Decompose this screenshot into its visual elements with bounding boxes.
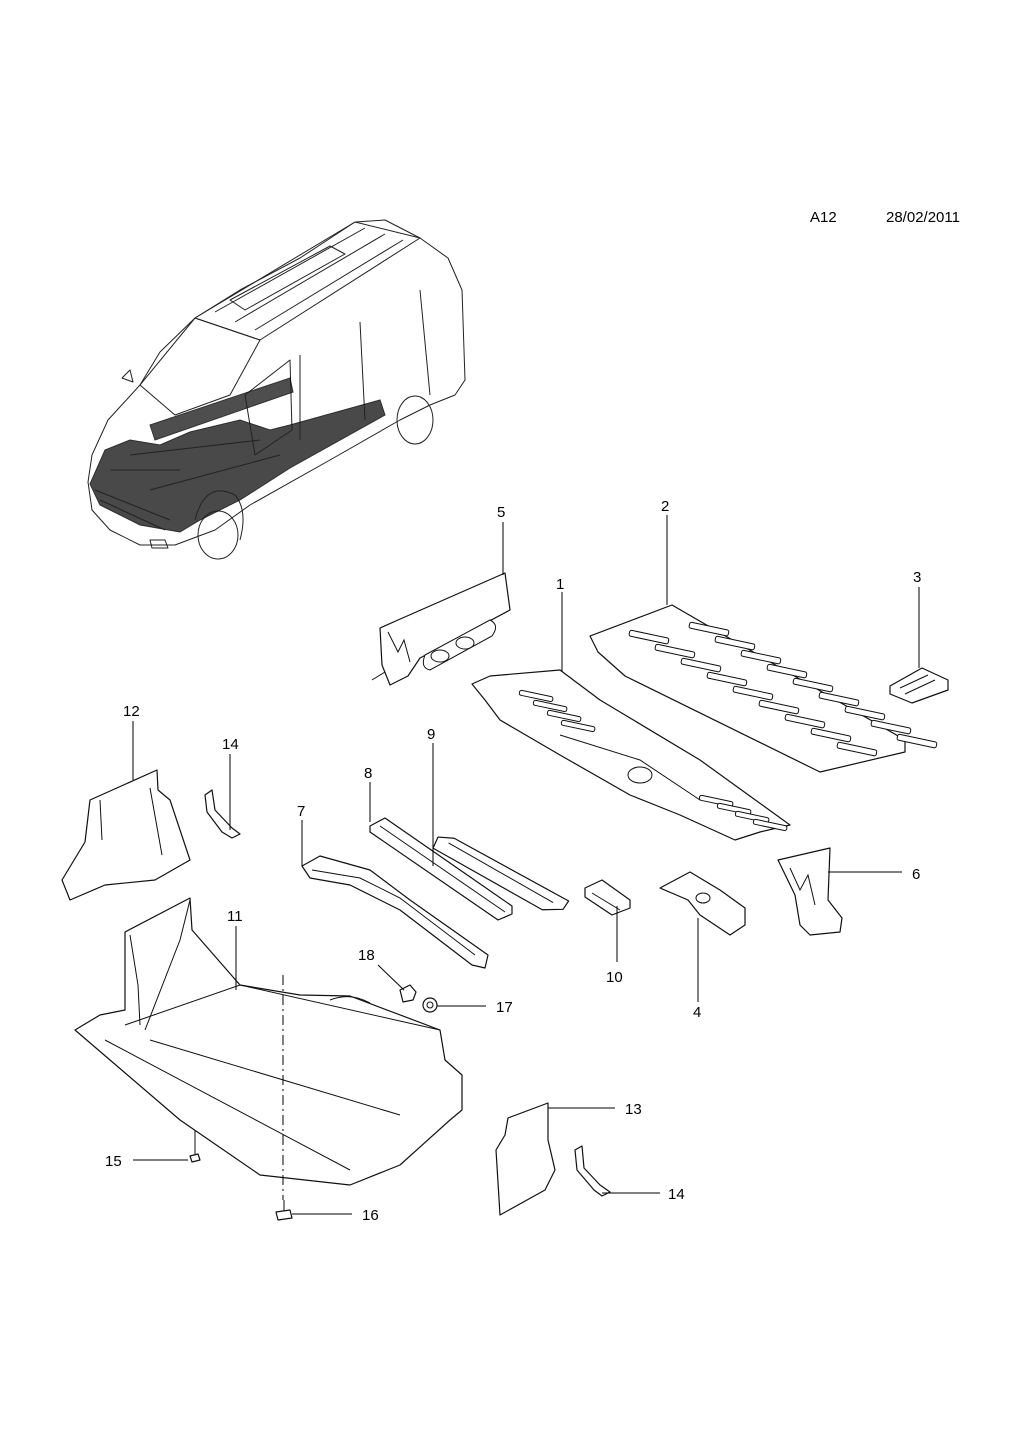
panel-stamping (546, 709, 582, 723)
callout-18: 18 (358, 947, 375, 964)
panel-stamping (518, 689, 554, 703)
diagram-code: A12 (810, 209, 837, 226)
part-6-side-panel (777, 847, 843, 936)
part-5-side-panel (371, 572, 511, 686)
callout-8: 8 (364, 765, 372, 782)
part-10-small-bracket (584, 879, 631, 916)
leader-lines (132, 515, 920, 1215)
part-11-engine-undertray (74, 897, 463, 1186)
panel-stamping (628, 629, 670, 645)
panel-stamping (532, 699, 568, 713)
panel-stamping (698, 794, 734, 808)
callout-11: 11 (227, 908, 243, 925)
part-4-bracket-with-hole (659, 871, 746, 936)
van-overview-illustration (87, 219, 466, 560)
panel-stamping (560, 719, 596, 733)
panel-stamping (734, 810, 770, 824)
callout-13: 13 (625, 1101, 642, 1118)
panel-stamping (784, 713, 826, 729)
panel-stamping (844, 705, 886, 721)
part-14-strap-lower (574, 1145, 611, 1197)
part-12-front-side-panel (61, 769, 191, 901)
panel-stamping (810, 727, 852, 743)
callout-1: 1 (556, 576, 564, 593)
part-14-strap-upper (204, 789, 241, 839)
callout-9: 9 (427, 726, 435, 743)
panel-stamping (740, 649, 782, 665)
callout-10: 10 (606, 969, 623, 986)
part-1-centre-floor-panel (471, 669, 791, 841)
callout-7: 7 (297, 803, 305, 820)
panel-stamping (766, 663, 808, 679)
fastener-16 (275, 1200, 293, 1221)
callout-4: 4 (693, 1004, 701, 1021)
callout-15: 15 (105, 1153, 122, 1170)
panel-stamping (706, 671, 748, 687)
panel-stamping (716, 802, 752, 816)
panel-stamping (654, 643, 696, 659)
part-13-side-panel (495, 1102, 556, 1216)
part-7-side-rail (301, 855, 489, 969)
panel-stamping (758, 699, 800, 715)
panel-stamping (818, 691, 860, 707)
panel-stamping (732, 685, 774, 701)
panel-stamping (836, 741, 878, 757)
callout-3: 3 (913, 569, 921, 586)
callout-14-lower: 14 (668, 1186, 685, 1203)
panel-stamping (714, 635, 756, 651)
fastener-15 (189, 1130, 201, 1163)
diagram-date: 28/02/2011 (886, 209, 960, 226)
part-8-cross-member (369, 817, 513, 921)
part-3-bracket (889, 667, 949, 704)
callout-12: 12 (123, 703, 140, 720)
fastener-17 (422, 997, 438, 1013)
panel-stamping (752, 818, 788, 832)
fastener-18 (399, 984, 417, 1003)
panel-stamping (688, 621, 730, 637)
panel-stamping (896, 733, 938, 749)
panel-stamping (870, 719, 912, 735)
panel-stamping (680, 657, 722, 673)
callout-14-upper: 14 (222, 736, 239, 753)
callout-17: 17 (496, 999, 513, 1016)
callout-2: 2 (661, 498, 669, 515)
part-2-rear-floor-panel (589, 604, 938, 773)
callout-16: 16 (362, 1207, 379, 1224)
callout-6: 6 (912, 866, 920, 883)
callout-labels: 1 2 3 4 5 6 7 8 9 10 11 12 13 14 14 15 1… (105, 498, 921, 1224)
panel-stamping (792, 677, 834, 693)
callout-5: 5 (497, 504, 505, 521)
